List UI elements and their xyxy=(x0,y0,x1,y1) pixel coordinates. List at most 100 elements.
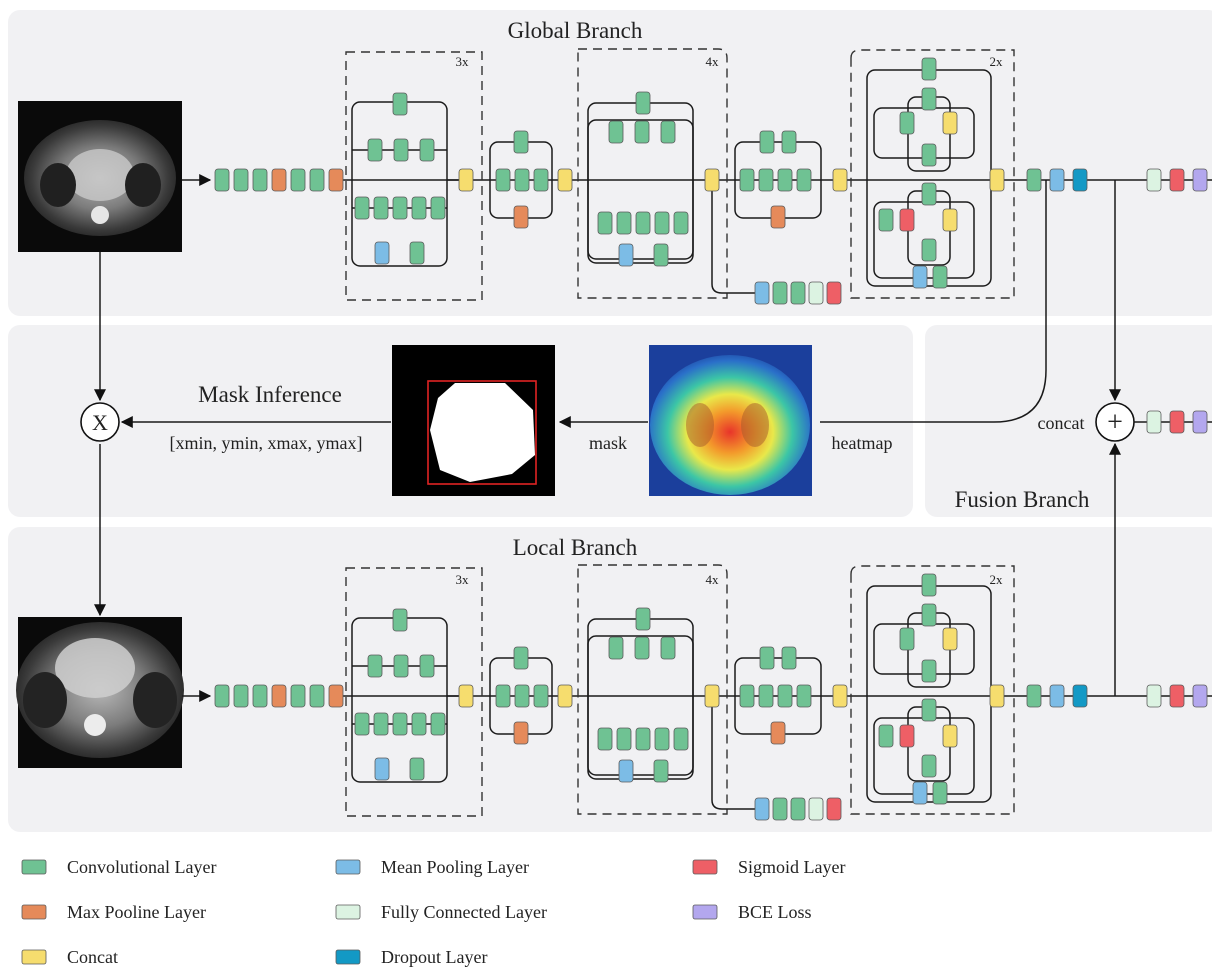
conv-layer-block xyxy=(739,168,755,192)
legend-item-bce: BCE Loss xyxy=(692,902,812,922)
conv-layer-block xyxy=(781,646,797,670)
conv-layer-block xyxy=(635,607,651,631)
conv-layer-block xyxy=(932,265,948,289)
local-aux-wire xyxy=(711,706,755,810)
sigmoid-layer-block xyxy=(899,208,915,232)
conv-layer-block xyxy=(533,684,549,708)
global-branch-panel xyxy=(8,10,1212,316)
sigmoid-layer-block xyxy=(1169,168,1185,192)
conv-layer-block xyxy=(392,196,408,220)
global-block-e-dashed xyxy=(850,49,1015,299)
conv-layer-block xyxy=(616,727,632,751)
mask-label: mask xyxy=(589,433,627,453)
conv-layer-block xyxy=(635,211,651,235)
concat-layer-block xyxy=(458,684,474,708)
conv-layer-block xyxy=(1026,168,1042,192)
svg-text:+: + xyxy=(1107,407,1123,438)
conv-layer-block xyxy=(673,727,689,751)
conv-layer-block xyxy=(673,211,689,235)
conv-layer-block xyxy=(635,727,651,751)
bce-layer-block xyxy=(1192,168,1208,192)
conv-layer-block xyxy=(252,684,268,708)
concat-layer-block xyxy=(704,684,720,708)
fc-layer-block xyxy=(1146,684,1162,708)
heatmap-image xyxy=(649,345,812,496)
conv-layer-block xyxy=(660,120,676,144)
conv-layer-block xyxy=(634,120,650,144)
conv-layer-block xyxy=(878,208,894,232)
bbox-label: [xmin, ymin, xmax, ymax] xyxy=(170,433,363,453)
concat-layer-block xyxy=(942,111,958,135)
legend-swatch-concat xyxy=(21,949,47,965)
mask-image xyxy=(392,345,555,496)
dropout-layer-block xyxy=(1072,684,1088,708)
conv-layer-block xyxy=(373,196,389,220)
maxpool-layer-block xyxy=(513,721,529,745)
conv-layer-block xyxy=(635,91,651,115)
fc-layer-block xyxy=(808,797,824,821)
conv-layer-block xyxy=(392,92,408,116)
legend-label-meanpool: Mean Pooling Layer xyxy=(381,857,529,877)
legend-swatch-meanpool xyxy=(335,859,361,875)
conv-layer-block xyxy=(781,130,797,154)
legend-item-concat: Concat xyxy=(21,947,118,967)
legend-label-maxpool: Max Pooline Layer xyxy=(67,902,206,922)
legend-item-meanpool: Mean Pooling Layer xyxy=(335,857,529,877)
global-ct-image xyxy=(18,101,182,252)
conv-layer-block xyxy=(921,698,937,722)
maxpool-layer-block xyxy=(328,684,344,708)
conv-layer-block xyxy=(393,654,409,678)
fc-layer-block xyxy=(808,281,824,305)
conv-layer-block xyxy=(392,608,408,632)
conv-layer-block xyxy=(654,211,670,235)
conv-layer-block xyxy=(367,138,383,162)
fc-layer-block xyxy=(1146,410,1162,434)
conv-layer-block xyxy=(290,684,306,708)
maxpool-layer-block xyxy=(328,168,344,192)
conv-layer-block xyxy=(758,684,774,708)
sigmoid-layer-block xyxy=(1169,410,1185,434)
conv-layer-block xyxy=(252,168,268,192)
global-block-c-frame-inner xyxy=(587,119,694,264)
bce-layer-block xyxy=(1192,410,1208,434)
concat-layer-block xyxy=(942,724,958,748)
local-block-c-frame-inner xyxy=(587,635,694,780)
legend-swatch-sigmoid xyxy=(692,859,718,875)
legend-label-bce: BCE Loss xyxy=(738,902,812,922)
concat-label: concat xyxy=(1038,413,1085,433)
conv-layer-block xyxy=(739,684,755,708)
conv-layer-block xyxy=(796,168,812,192)
fc-layer-block xyxy=(1146,168,1162,192)
concat-layer-block xyxy=(832,168,848,192)
global-block-a-dashed xyxy=(345,51,483,301)
repeat-label-2x: 2x xyxy=(990,572,1004,587)
conv-layer-block xyxy=(654,727,670,751)
meanpool-layer-block xyxy=(912,265,928,289)
local-ct-image xyxy=(16,617,184,768)
conv-layer-block xyxy=(634,636,650,660)
conv-layer-block xyxy=(409,241,425,265)
legend-item-conv: Convolutional Layer xyxy=(21,857,216,877)
conv-layer-block xyxy=(759,646,775,670)
conv-layer-block xyxy=(777,168,793,192)
maxpool-layer-block xyxy=(770,721,786,745)
conv-layer-block xyxy=(758,168,774,192)
conv-layer-block xyxy=(653,243,669,267)
conv-layer-block xyxy=(514,684,530,708)
bce-layer-block xyxy=(1192,684,1208,708)
conv-layer-block xyxy=(309,684,325,708)
local-block-c-dashed xyxy=(577,564,728,815)
conv-layer-block xyxy=(597,211,613,235)
conv-layer-block xyxy=(513,130,529,154)
global-aux-wire xyxy=(711,190,755,294)
repeat-label-4x: 4x xyxy=(706,54,720,69)
mask-inference-title: Mask Inference xyxy=(198,382,342,407)
conv-layer-block xyxy=(373,712,389,736)
legend-item-dropout: Dropout Layer xyxy=(335,947,487,967)
conv-layer-block xyxy=(921,87,937,111)
conv-layer-block xyxy=(921,238,937,262)
concat-layer-block xyxy=(942,627,958,651)
conv-layer-block xyxy=(899,111,915,135)
fusion-branch-panel xyxy=(925,325,1212,517)
